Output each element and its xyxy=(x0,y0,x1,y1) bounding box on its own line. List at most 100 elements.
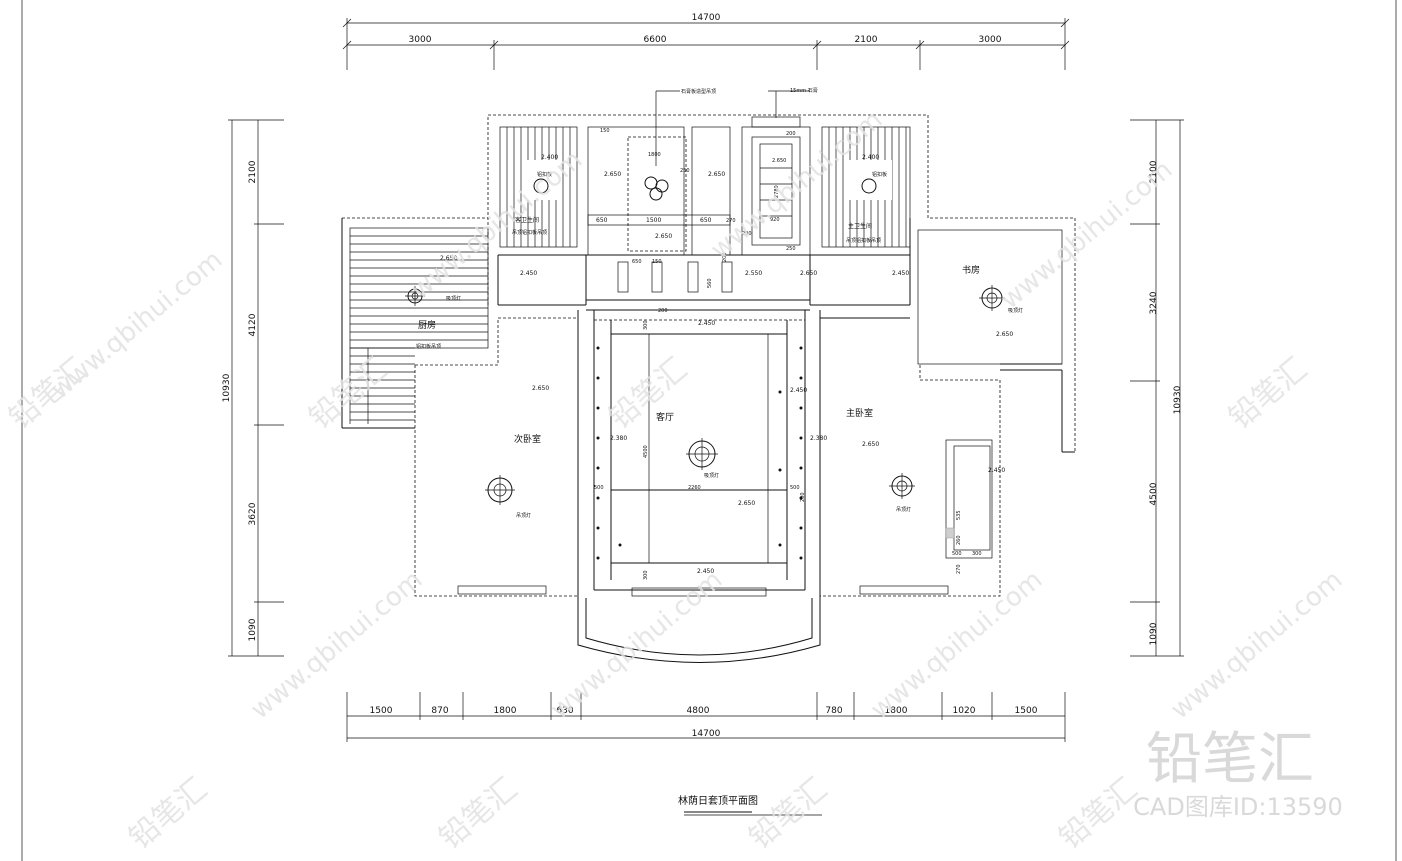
watermark-logo: 铅笔汇 xyxy=(1223,351,1314,436)
watermark-logo: 铅笔汇 xyxy=(123,771,214,856)
study: 书房 吸顶灯 2.650 xyxy=(917,229,1063,452)
master-bath: 2.400 铝扣板 主卫生间 吊顶铝扣板吊顶 xyxy=(821,126,911,248)
dim-500-a: 500 xyxy=(594,485,604,491)
brand-logo: 铅笔汇 xyxy=(1146,727,1314,792)
living-elev-mid: 2.650 xyxy=(738,500,755,507)
corr-elev-4: 2.450 xyxy=(892,270,909,277)
dim-2780: 2780 xyxy=(774,185,780,198)
kitchen-elev: 2.650 xyxy=(440,255,457,262)
dim-300-c: 300 xyxy=(972,551,982,557)
right-dimension-line: 2100 3240 4500 1090 10930 xyxy=(1130,119,1184,657)
second-bedroom: 次卧室 2.650 吊顶灯 xyxy=(485,385,549,519)
dim-150-a: 150 xyxy=(600,128,610,134)
watermark-logo: 铅笔汇 xyxy=(743,771,834,856)
ceiling-feature: 石膏板造型吊顶 150 1800 250 2.650 2.650 650 150… xyxy=(587,88,736,265)
dim-650-c: 650 xyxy=(632,259,642,265)
guest-bath-lamp-icon xyxy=(533,178,549,194)
dim-200-b: 200 xyxy=(742,231,752,237)
dim-270: 270 xyxy=(726,218,736,224)
right-seg-2: 3240 xyxy=(1149,291,1159,314)
bottom-seg-1: 1500 xyxy=(370,706,393,716)
bottom-seg-3: 1800 xyxy=(494,706,517,716)
bottom-seg-8: 1020 xyxy=(953,706,976,716)
chandelier-icon-b xyxy=(655,179,669,193)
master-bath-note: 铝扣板 xyxy=(872,171,887,178)
master-bath-label: 主卫生间 xyxy=(848,222,872,230)
living-elev-right: 2.380 xyxy=(810,435,827,442)
master-bath-lamp-icon xyxy=(861,178,877,194)
bottom-seg-2: 870 xyxy=(431,706,448,716)
corr-elev-1: 2.450 xyxy=(520,270,537,277)
bottom-total-dim: 14700 xyxy=(692,729,721,739)
living-elev-r2: 2.450 xyxy=(790,387,807,394)
guest-bath: 2.400 铝扣板 客卫生间 吊顶铝扣板吊顶 xyxy=(499,126,578,248)
study-label: 书房 xyxy=(962,264,980,276)
ceiling-note: 石膏板造型吊顶 xyxy=(681,88,716,95)
right-seg-3: 4500 xyxy=(1149,482,1159,505)
watermark-logo: 铅笔汇 xyxy=(603,351,694,436)
chandelier-icon-c xyxy=(649,187,663,201)
corridor-labels: 2.450 2.550 2.650 2.450 2.450 200 300 56… xyxy=(520,252,909,330)
dim-270b: 270 xyxy=(956,564,962,574)
stair: 15mm 石膏 2.650 200 200 920 2780 250 xyxy=(741,87,818,256)
living-room: 客厅 吸顶灯 4500 2260 500 500 2.650 2.450 2.3… xyxy=(594,346,827,580)
watermark-url: www.qbihui.com xyxy=(1165,565,1348,725)
corr-elev-2: 2.550 xyxy=(745,270,762,277)
brand-caption: CAD图库ID:13590 xyxy=(1133,793,1343,821)
dim-650-b: 650 xyxy=(700,217,712,224)
right-seg-1: 2100 xyxy=(1149,160,1159,183)
guest-bath-label: 客卫生间 xyxy=(515,216,539,224)
living-lamp-note: 吸顶灯 xyxy=(704,472,719,479)
master-bedroom-lamp-note: 吊顶灯 xyxy=(896,506,911,513)
watermark-url: www.qbihui.com xyxy=(865,565,1048,725)
watermark-url: www.qbihui.com xyxy=(245,565,428,725)
corr-elev-3: 2.650 xyxy=(800,270,817,277)
bottom-seg-5: 4800 xyxy=(687,706,710,716)
dim-650-a: 650 xyxy=(596,217,608,224)
watermark-logo: 铅笔汇 xyxy=(433,771,524,856)
watermark-logo: 铅笔汇 xyxy=(3,351,94,436)
dim-250-a: 250 xyxy=(680,168,690,174)
dim-200-e: 200 xyxy=(800,492,806,502)
dim-920: 920 xyxy=(770,217,780,223)
dim-1800: 1800 xyxy=(648,152,661,158)
feature-elev-lower: 2.650 xyxy=(655,233,672,240)
top-seg-4: 3000 xyxy=(979,35,1002,45)
wardrobe-elev: 2.450 xyxy=(988,467,1005,474)
dim-300-a: 300 xyxy=(643,320,649,330)
dim-250-b: 250 xyxy=(786,246,796,252)
kitchen-sub: 铝扣板吊顶 xyxy=(416,343,441,350)
dim-500-b: 500 xyxy=(790,485,800,491)
master-bath-sub: 吊顶铝扣板吊顶 xyxy=(846,237,881,244)
left-seg-4: 1090 xyxy=(248,618,258,641)
dim-200-d: 200 xyxy=(722,252,728,262)
right-total-dim: 10930 xyxy=(1173,385,1183,414)
dim-1500: 1500 xyxy=(646,217,661,224)
right-seg-4: 1090 xyxy=(1149,622,1159,645)
master-bedroom-label: 主卧室 xyxy=(846,407,873,419)
kitchen-area: 吸顶灯 2.650 厨房 铝扣板吊顶 xyxy=(349,227,489,424)
kitchen-label: 厨房 xyxy=(418,319,436,331)
dim-535: 535 xyxy=(956,510,962,520)
living-elev-left: 2.380 xyxy=(610,435,627,442)
living-elev-bottom: 2.450 xyxy=(697,568,714,575)
bottom-seg-7: 1800 xyxy=(885,706,908,716)
second-bedroom-label: 次卧室 xyxy=(514,433,541,445)
watermark-logo: 铅笔汇 xyxy=(1053,771,1144,856)
dim-2260: 2260 xyxy=(688,485,701,491)
top-seg-3: 2100 xyxy=(855,35,878,45)
watermark-url: www.qbihui.com xyxy=(995,155,1178,315)
watermark-logo: 铅笔汇 xyxy=(303,351,394,436)
feature-elev-left: 2.650 xyxy=(604,171,621,178)
feature-elev-right: 2.650 xyxy=(708,171,725,178)
left-seg-1: 2100 xyxy=(248,160,258,183)
top-seg-1: 3000 xyxy=(409,35,432,45)
watermark-url: www.qbihui.com xyxy=(405,145,588,305)
top-total-dim: 14700 xyxy=(692,13,721,23)
master-bedroom: 主卧室 2.650 吊顶灯 2.450 500 300 535 260 270 xyxy=(846,407,1005,574)
dim-200-a: 200 xyxy=(786,131,796,137)
study-elev: 2.650 xyxy=(996,331,1013,338)
guest-bath-elev: 2.400 xyxy=(541,154,558,161)
corr-elev-5: 2.450 xyxy=(698,320,715,327)
